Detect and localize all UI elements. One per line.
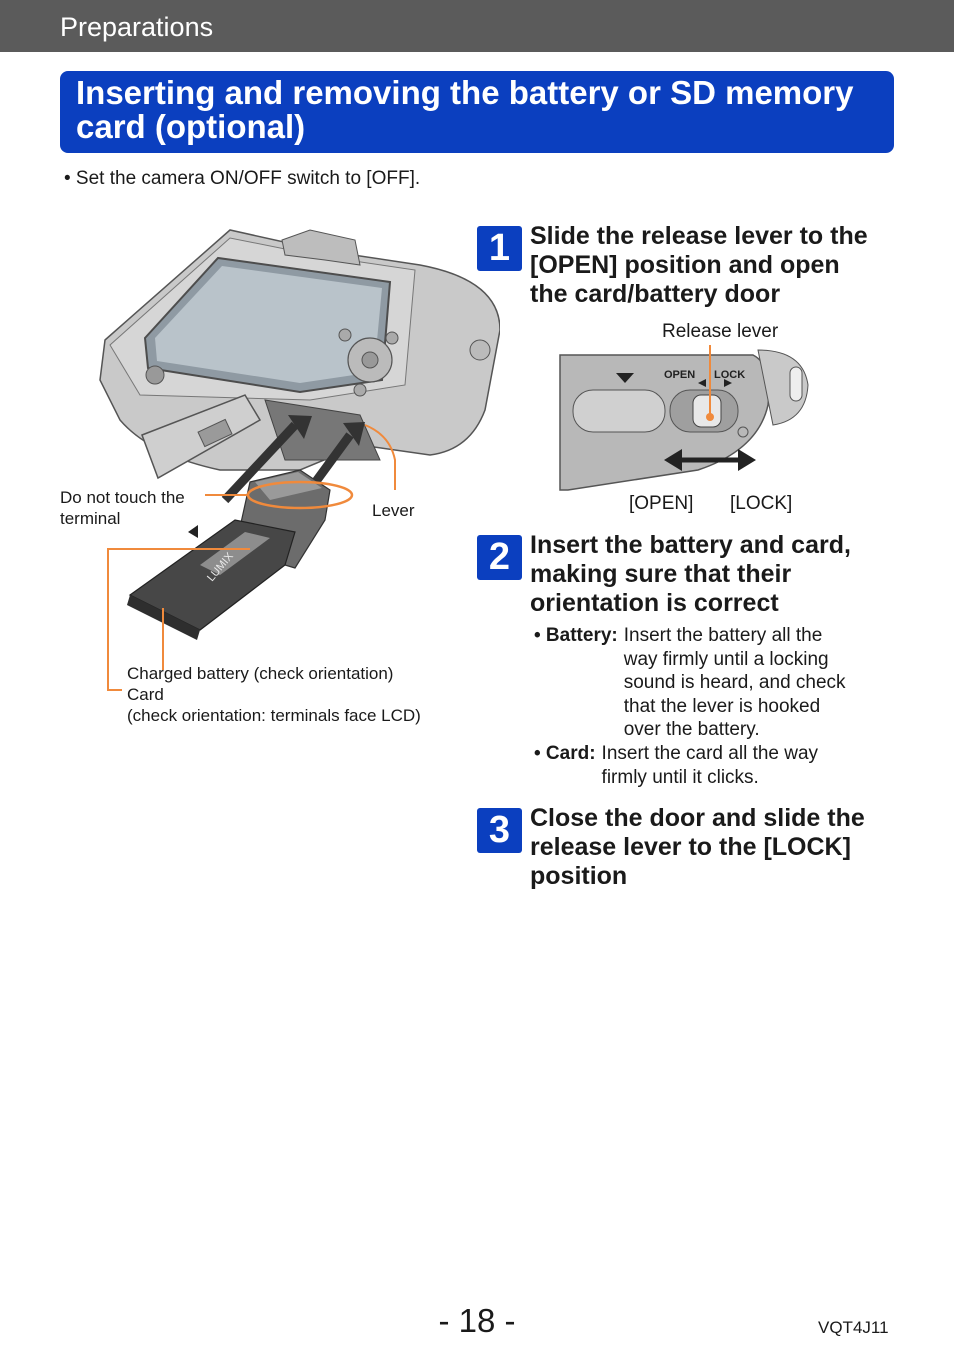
open-tag: OPEN xyxy=(664,369,695,381)
lever-callout-line xyxy=(364,424,396,490)
card-label: Card xyxy=(127,685,164,704)
precaution-note: • Set the camera ON/OFF switch to [OFF]. xyxy=(64,168,421,189)
battery-instruction: • Battery: Insert the battery all the wa… xyxy=(534,625,846,740)
section-title: Preparations xyxy=(60,12,214,42)
step-number-2: 2 xyxy=(477,535,522,580)
card-instruction: • Card: Insert the card all the way firm… xyxy=(534,743,819,788)
page-title-line-1: Inserting and removing the battery or SD… xyxy=(76,74,854,111)
step-number-1: 1 xyxy=(477,226,522,271)
card-key: • Card: xyxy=(534,743,596,764)
lever-label: Lever xyxy=(372,501,415,520)
step-number-3: 3 xyxy=(477,808,522,853)
page-title: Inserting and removing the battery or SD… xyxy=(60,71,894,153)
terminal-label: Do not touch the terminal xyxy=(60,488,185,528)
lock-tag: LOCK xyxy=(714,369,745,381)
card-orientation-label: (check orientation: terminals face LCD) xyxy=(127,706,421,725)
step-title-3: Close the door and slide the release lev… xyxy=(530,804,865,890)
battery-card-callout-line xyxy=(107,548,250,691)
step-title-1: Slide the release lever to the [OPEN] po… xyxy=(530,222,868,308)
section-header-bar: Preparations xyxy=(0,0,954,52)
document-code: VQT4J11 xyxy=(818,1318,889,1337)
battery-key: • Battery: xyxy=(534,625,618,646)
page-title-line-2: card (optional) xyxy=(76,108,306,145)
insert-arrow-left xyxy=(221,421,299,504)
release-lever-label: Release lever xyxy=(662,321,779,342)
open-position-label: [OPEN] xyxy=(629,493,694,514)
lock-position-label: [LOCK] xyxy=(730,493,793,514)
battery-label: Charged battery (check orientation) xyxy=(127,664,394,683)
release-lever-diagram: OPEN LOCK xyxy=(559,345,809,491)
page-number: - 18 - xyxy=(438,1302,516,1339)
step-title-2: Insert the battery and card, making sure… xyxy=(530,531,851,617)
camera-illustration: LUMIX xyxy=(99,229,500,691)
